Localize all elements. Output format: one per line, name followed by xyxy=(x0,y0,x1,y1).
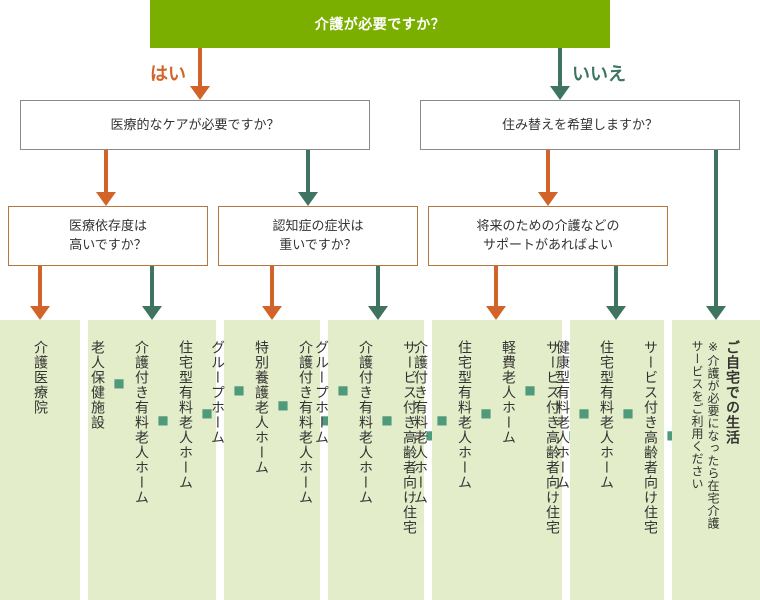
question-relocate-text: 住み替えを希望しますか？ xyxy=(501,117,658,133)
question-dementia: 認知症の症状は 重いですか？ xyxy=(218,206,418,266)
no-arrow-medical-care xyxy=(298,150,318,206)
bullet-icon: ■ xyxy=(621,405,635,421)
bullet-icon: ■ xyxy=(435,413,449,428)
bullet-icon: ■ xyxy=(200,405,214,421)
result-2-item-text: 住宅型有料老人ホーム xyxy=(177,340,193,490)
result-8-note-line1: ※介護が必要になったら在宅介護 xyxy=(706,340,720,530)
bullet-icon: ■ xyxy=(380,413,394,428)
result-2-item: ■ 老人保健施設 xyxy=(86,340,130,430)
result-1: 介護医療院 xyxy=(0,320,80,600)
yes-arrow-dependency xyxy=(30,266,50,320)
result-5-item-text: 介護付き有料老人ホーム xyxy=(357,340,373,505)
result-4-item-text: 特別養護老人ホーム xyxy=(253,340,269,475)
question-medical-dependency-line1: 医療依存度は xyxy=(68,219,147,234)
no-arrow-top xyxy=(550,48,570,100)
result-7-item-text: 住宅型有料老人ホーム xyxy=(598,340,614,490)
result-5: ■ サービス付き高齢者向け住宅 ■ 介護付き有料老人ホーム ■ グループホーム xyxy=(313,320,438,600)
result-7-item: ■ 住宅型有料老人ホーム xyxy=(595,340,639,490)
result-7: ■ サービス付き高齢者向け住宅 ■ 住宅型有料老人ホーム ■ 健康型有料老人ホーム xyxy=(554,320,679,600)
result-8-note-line2: サービスをご利用ください xyxy=(690,340,704,490)
no-arrow-relocate xyxy=(706,150,726,320)
question-future-support: 将来のための介護などの サポートがあればよい xyxy=(428,206,668,266)
bullet-icon: ■ xyxy=(577,405,591,421)
question-dementia-line2: 重いですか？ xyxy=(279,238,357,253)
result-2-item-text: 介護付き有料老人ホーム xyxy=(133,340,149,505)
result-5-item: ■ 介護付き有料老人ホーム xyxy=(354,340,398,505)
yes-arrow-medical-care xyxy=(96,150,116,206)
bullet-icon: ■ xyxy=(479,405,493,421)
result-7-item: ■ 健康型有料老人ホーム xyxy=(551,340,595,490)
result-4-item: ■ 特別養護老人ホーム xyxy=(250,340,294,475)
result-4-item-text: 介護付き有料老人ホーム xyxy=(297,340,313,505)
result-1-item-text: 介護医療院 xyxy=(32,340,48,415)
result-5-item-text: グループホーム xyxy=(313,340,329,445)
no-arrow-dementia xyxy=(368,266,388,320)
result-5-item: ■ グループホーム xyxy=(310,340,354,445)
question-medical-dependency-line2: 高いですか？ xyxy=(69,238,147,253)
bullet-icon: ■ xyxy=(232,383,246,398)
result-2-item: ■ 介護付き有料老人ホーム xyxy=(130,340,174,505)
result-8: ご自宅での生活 ※介護が必要になったら在宅介護 サービスをご利用ください xyxy=(672,320,760,600)
question-future-support-line1: 将来のための介護などの xyxy=(476,219,620,234)
result-2-item-text: 老人保健施設 xyxy=(89,340,105,430)
bullet-icon: ■ xyxy=(523,383,537,398)
yes-label: はい xyxy=(150,64,186,85)
result-4-item: ■ グループホーム xyxy=(206,340,250,445)
result-8-title: ご自宅での生活 xyxy=(721,340,743,445)
bullet-icon: ■ xyxy=(336,383,350,398)
result-7-item-text: 健康型有料老人ホーム xyxy=(554,340,570,490)
result-6-item: ■ 介護付き有料老人ホーム xyxy=(409,340,453,505)
bullet-icon: ■ xyxy=(156,413,170,428)
question-future-support-line2: サポートがあればよい xyxy=(482,238,613,253)
result-6-item: ■ 軽費老人ホーム xyxy=(497,340,541,445)
top-question: 介護が必要ですか？ xyxy=(150,0,610,48)
yes-arrow-relocate xyxy=(538,150,558,206)
result-4-item-text: グループホーム xyxy=(209,340,225,445)
bullet-icon: ■ xyxy=(112,375,126,391)
result-6-item-text: 住宅型有料老人ホーム xyxy=(456,340,472,490)
yes-arrow-dementia xyxy=(262,266,282,320)
result-8-title-text: ご自宅での生活 xyxy=(724,340,740,445)
yes-arrow-future xyxy=(486,266,506,320)
result-7-item-text: サービス付き高齢者向け住宅 xyxy=(642,340,658,535)
result-4: ■ 介護付き有料老人ホーム ■ 特別養護老人ホーム ■ グループホーム xyxy=(209,320,334,600)
result-1-item: 介護医療院 xyxy=(29,340,51,415)
no-arrow-future xyxy=(606,266,626,320)
question-relocate: 住み替えを希望しますか？ xyxy=(420,100,740,150)
yes-arrow-top xyxy=(190,48,210,100)
result-2: ■ 住宅型有料老人ホーム ■ 介護付き有料老人ホーム ■ 老人保健施設 xyxy=(88,320,216,600)
no-label: いいえ xyxy=(572,64,626,85)
result-2-item: ■ 住宅型有料老人ホーム xyxy=(174,340,218,490)
result-6-item-text: 軽費老人ホーム xyxy=(500,340,516,445)
top-question-text: 介護が必要ですか？ xyxy=(314,17,446,33)
result-5-item-text: サービス付き高齢者向け住宅 xyxy=(401,340,417,535)
result-6-item: ■ 住宅型有料老人ホーム xyxy=(453,340,497,490)
question-medical-dependency: 医療依存度は 高いですか？ xyxy=(8,206,208,266)
result-8-note: サービスをご利用ください xyxy=(689,340,705,490)
result-8-note: ※介護が必要になったら在宅介護 xyxy=(705,340,721,530)
question-medical-care-text: 医療的なケアが必要ですか？ xyxy=(110,117,280,133)
result-6-item-text: サービス付き高齢者向け住宅 xyxy=(544,340,560,535)
question-dementia-line1: 認知症の症状は xyxy=(272,219,364,234)
bullet-icon: ■ xyxy=(276,398,290,413)
question-medical-care: 医療的なケアが必要ですか？ xyxy=(20,100,370,150)
result-6: ■ サービス付き高齢者向け住宅 ■ 軽費老人ホーム ■ 住宅型有料老人ホーム ■ 介護付… xyxy=(412,320,581,600)
no-arrow-dependency xyxy=(142,266,162,320)
result-6-item-text: 介護付き有料老人ホーム xyxy=(412,340,428,505)
